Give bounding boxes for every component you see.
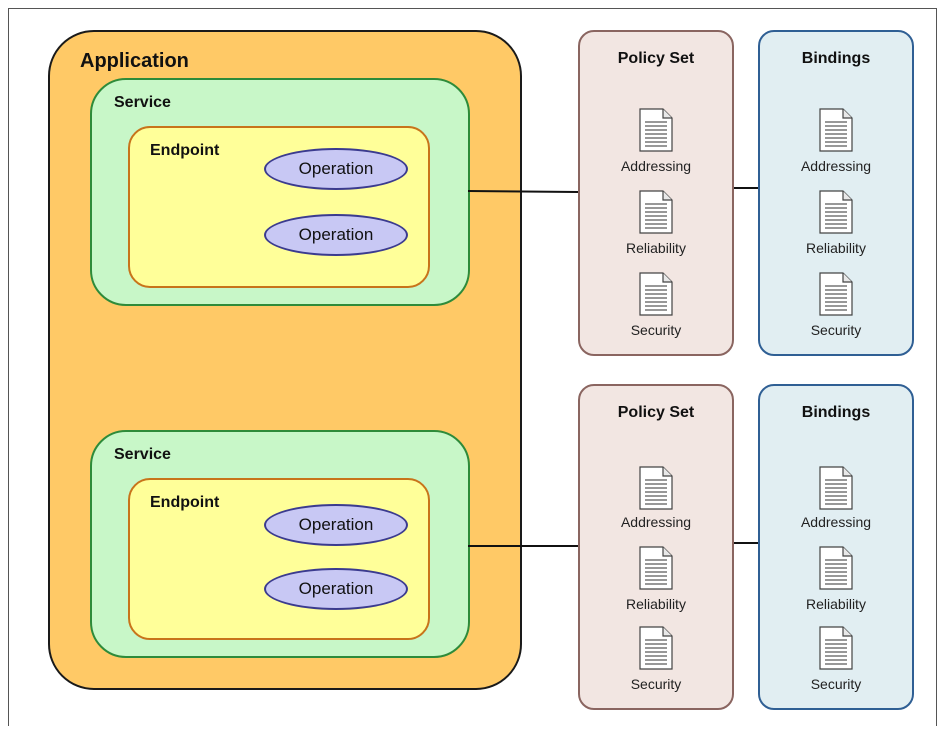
- binding-item-security: Security: [810, 676, 862, 692]
- document-icon: [819, 272, 853, 316]
- binding-item-reliability: Reliability: [806, 596, 866, 612]
- document-icon: [639, 108, 673, 152]
- document-icon: [639, 466, 673, 510]
- operation-label: Operation: [298, 515, 374, 534]
- document-icon: [639, 546, 673, 590]
- operation-2a: Operation: [264, 504, 408, 546]
- policy-set-title-2: Policy Set: [617, 404, 695, 421]
- service-box-2: Service Endpoint Operation Operation: [90, 430, 470, 658]
- policy-item-security: Security: [630, 676, 682, 692]
- diagram-frame: [8, 8, 937, 726]
- service-label-1: Service: [114, 94, 171, 111]
- operation-label: Operation: [298, 579, 374, 598]
- binding-item-security: Security: [810, 322, 862, 338]
- document-icon: [819, 626, 853, 670]
- operation-label: Operation: [298, 225, 374, 244]
- connector-service2-policy2: [468, 545, 578, 547]
- operation-label: Operation: [298, 159, 374, 178]
- policy-set-title-1: Policy Set: [617, 50, 695, 67]
- endpoint-label-1: Endpoint: [150, 142, 220, 159]
- service-box-1: Service Endpoint Operation Operation: [90, 78, 470, 306]
- application-label: Application: [80, 50, 189, 72]
- operation-1a: Operation: [264, 148, 408, 190]
- bindings-title-1: Bindings: [801, 50, 871, 67]
- service-label-2: Service: [114, 446, 171, 463]
- endpoint-box-1: Endpoint Operation Operation: [128, 126, 430, 288]
- operation-1b: Operation: [264, 214, 408, 256]
- binding-item-reliability: Reliability: [806, 240, 866, 256]
- document-icon: [819, 190, 853, 234]
- document-icon: [819, 466, 853, 510]
- policy-item-addressing: Addressing: [620, 158, 692, 174]
- document-icon: [639, 190, 673, 234]
- document-icon: [819, 546, 853, 590]
- policy-item-reliability: Reliability: [626, 596, 686, 612]
- operation-2b: Operation: [264, 568, 408, 610]
- bindings-title-2: Bindings: [801, 404, 871, 421]
- document-icon: [819, 108, 853, 152]
- endpoint-box-2: Endpoint Operation Operation: [128, 478, 430, 640]
- policy-set-panel-2: Policy Set Addressing Reliability Securi…: [578, 384, 734, 710]
- connector-policy1-bindings1: [734, 187, 758, 189]
- policy-item-security: Security: [630, 322, 682, 338]
- bindings-panel-1: Bindings Addressing Reliability Security: [758, 30, 914, 356]
- policy-item-reliability: Reliability: [626, 240, 686, 256]
- bindings-panel-2: Bindings Addressing Reliability Security: [758, 384, 914, 710]
- endpoint-label-2: Endpoint: [150, 494, 220, 511]
- binding-item-addressing: Addressing: [800, 514, 872, 530]
- connector-policy2-bindings2: [734, 542, 758, 544]
- policy-item-addressing: Addressing: [620, 514, 692, 530]
- policy-set-panel-1: Policy Set Addressing Reliability Securi…: [578, 30, 734, 356]
- binding-item-addressing: Addressing: [800, 158, 872, 174]
- document-icon: [639, 272, 673, 316]
- document-icon: [639, 626, 673, 670]
